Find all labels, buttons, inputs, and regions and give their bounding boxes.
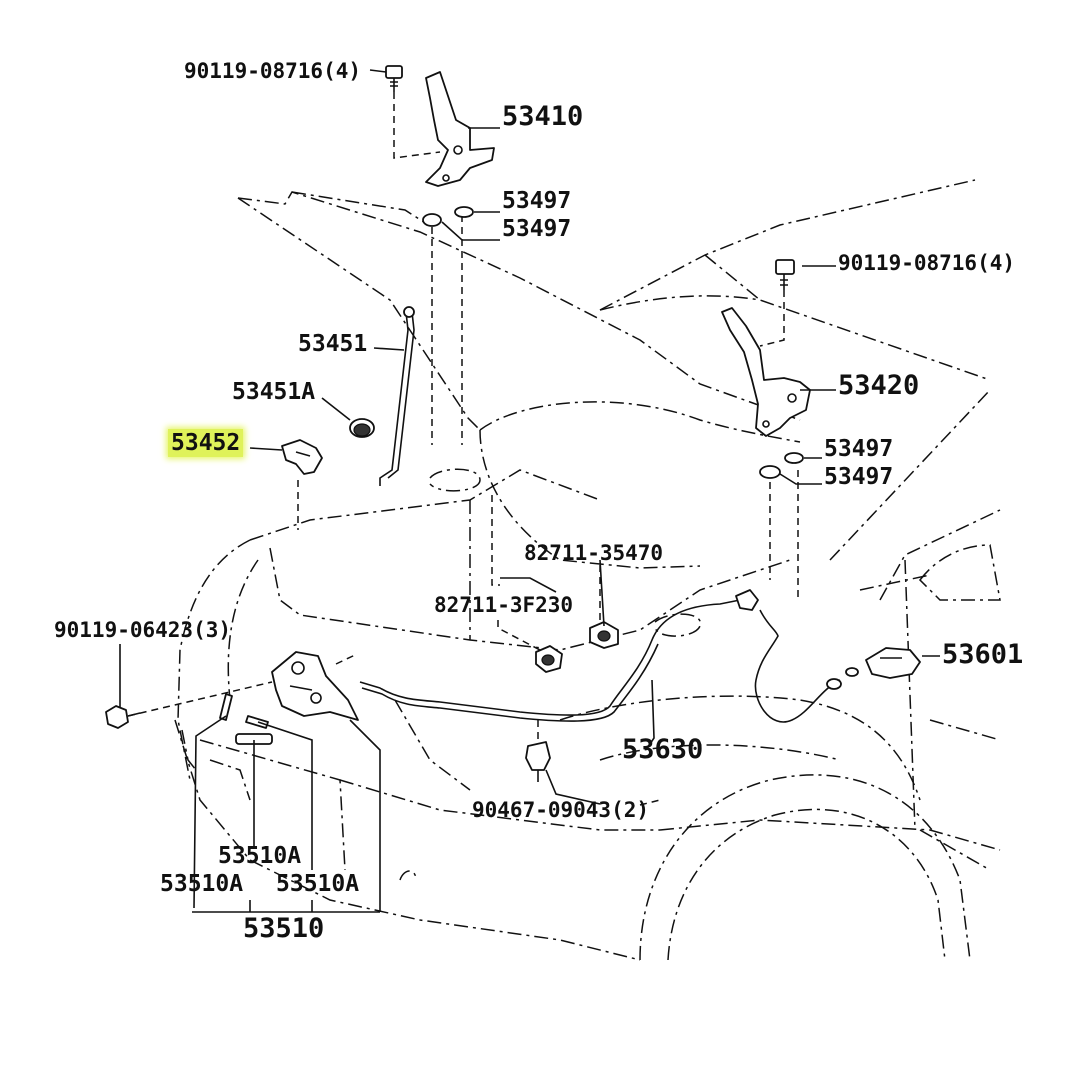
bolt-hinge-rh — [775, 259, 795, 290]
label-rod-holder-highlight: 53452 — [168, 429, 244, 457]
label-release-lever: 53601 — [942, 639, 1024, 670]
washer-lh-1 — [454, 206, 474, 218]
bolt-hinge-lh — [385, 65, 403, 92]
label-bolt-hinge-rh: 90119-08716(4) — [838, 251, 1016, 275]
label-cable-clamp-1: 82711-35470 — [524, 541, 664, 565]
label-bolt-lock: 90119-06423(3) — [54, 618, 232, 642]
washer-rh-2 — [759, 465, 781, 479]
hood-release-lever — [826, 647, 921, 690]
label-rod-holder: 53452 — [168, 429, 244, 457]
lock-sub-part-2 — [245, 715, 269, 729]
parts — [105, 65, 921, 782]
label-release-cable: 53630 — [622, 734, 704, 765]
hood-support-rod — [379, 306, 415, 486]
lock-sub-part-1 — [219, 693, 233, 721]
assembly-lines — [127, 92, 799, 806]
cable-clamp-2 — [535, 645, 563, 673]
label-cable-clamp-2: 82711-3F230 — [434, 593, 574, 617]
rod-holder — [281, 439, 323, 475]
label-cable-clip: 90467-09043(2) — [472, 798, 650, 822]
label-washer-rh-1: 53497 — [824, 436, 894, 462]
hood-release-cable — [359, 589, 841, 723]
label-lock-sub-1: 53510A — [218, 843, 302, 869]
washer-rh-1 — [784, 452, 804, 464]
hinge-lh — [425, 71, 495, 187]
cable-clip — [525, 741, 551, 782]
label-lock-sub-3: 53510A — [276, 871, 360, 897]
label-washer-rh-2: 53497 — [824, 464, 894, 490]
bolt-lock — [105, 705, 141, 729]
hinge-rh — [721, 307, 811, 437]
label-lock-assy: 53510 — [243, 913, 325, 944]
car-body-outline — [174, 179, 1001, 961]
label-washer-lh-1: 53497 — [502, 188, 572, 214]
leader-lines — [119, 69, 940, 913]
label-lock-sub-2: 53510A — [160, 871, 244, 897]
label-hinge-lh: 53410 — [502, 101, 584, 132]
hood-lock — [271, 651, 359, 721]
label-rod-grommet: 53451A — [232, 379, 316, 405]
label-support-rod: 53451 — [298, 331, 368, 357]
rod-grommet — [349, 418, 375, 438]
label-bolt-hinge-lh: 90119-08716(4) — [184, 59, 362, 83]
washer-lh-2 — [422, 213, 442, 227]
label-washer-lh-2: 53497 — [502, 216, 572, 242]
label-hinge-rh: 53420 — [838, 370, 920, 401]
